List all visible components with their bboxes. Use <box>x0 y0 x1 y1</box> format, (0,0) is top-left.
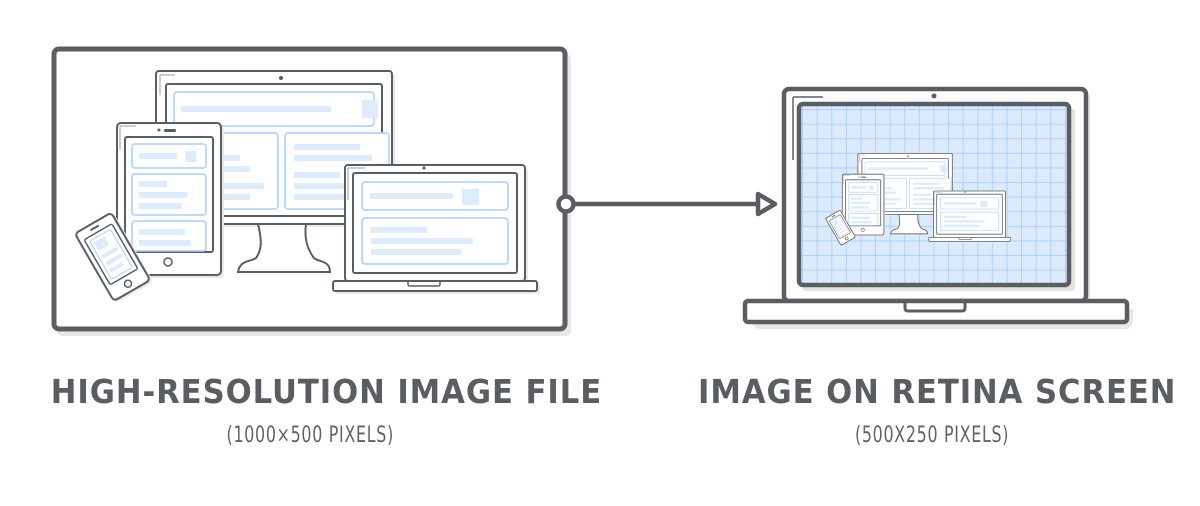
right-caption: IMAGE ON RETINA SCREEN (500X250 PIXELS) <box>680 372 1185 448</box>
high-resolution-subtitle: (1000×500 PIXELS) <box>226 423 394 448</box>
retina-title: IMAGE ON RETINA SCREEN <box>698 372 1177 411</box>
left-caption: HIGH-RESOLUTION IMAGE FILE (1000×500 PIX… <box>30 372 601 448</box>
retina-laptop-icon <box>742 86 1133 329</box>
retina-subtitle: (500X250 PIXELS) <box>855 423 1010 448</box>
arrow-right-icon <box>556 191 778 217</box>
high-resolution-image-frame <box>51 46 571 336</box>
high-resolution-title: HIGH-RESOLUTION IMAGE FILE <box>50 372 603 411</box>
